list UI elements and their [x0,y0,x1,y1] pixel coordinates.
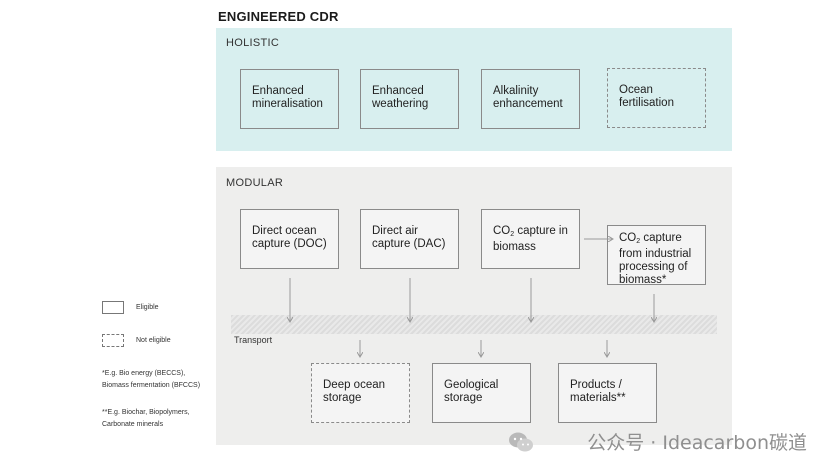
diagram-title: ENGINEERED CDR [218,9,339,24]
legend-eligible-swatch [102,301,124,314]
holistic-label: HOLISTIC [226,37,280,49]
legend-not-eligible-swatch [102,334,124,347]
legend-eligible-label: Eligible [136,304,159,311]
footnote-beccs: *E.g. Bio energy (BECCS), Biomass fermen… [102,368,200,392]
box-line: weathering [372,98,429,110]
box-line: storage [323,392,362,404]
box-line: biomass* [619,274,667,286]
box-line: CO2 capture [619,232,694,248]
geological-storage-box: Geological storage [432,363,531,423]
alkalinity-enhancement-box: Alkalinity enhancement [481,69,580,129]
box-line: storage [444,392,483,404]
box-line-rest: capture in [514,225,568,237]
transport-band [231,315,717,334]
co2-text: CO [493,225,511,237]
box-line: Direct air [372,225,419,237]
box-line: Ocean [619,84,653,96]
box-line: capture (DOC) [252,238,327,250]
box-line: capture (DAC) [372,238,446,250]
legend-not-eligible-label: Not eligible [136,337,171,344]
box-line: mineralisation [252,98,323,110]
co2-capture-industrial-box: CO2 capture from industrial processing o… [607,225,706,286]
enhanced-weathering-box: Enhanced weathering [360,69,459,129]
box-line: materials** [570,392,626,404]
direct-air-capture-box: Direct air capture (DAC) [360,209,459,269]
enhanced-mineralisation-box: Enhanced mineralisation [240,69,339,129]
box-line: fertilisation [619,97,674,109]
box-line-rest: capture [640,232,682,244]
box-line: Alkalinity [493,85,539,97]
footnote-line: Biomass fermentation (BFCCS) [102,382,201,389]
deep-ocean-storage-box: Deep ocean storage [311,363,410,423]
footnote-line: Carbonate minerals [102,421,164,428]
co2-text: CO [619,232,637,244]
box-line: Deep ocean [323,379,386,391]
co2-capture-biomass-box: CO2 capture in biomass [481,209,580,269]
ocean-fertilisation-box: Ocean fertilisation [607,68,706,128]
transport-label: Transport [234,335,273,345]
footnote-line: **E.g. Biochar, Biopolymers, [102,409,190,416]
box-line: from industrial [619,248,692,260]
co2-subscript: 2 [636,238,641,245]
box-line: Direct ocean [252,225,317,237]
box-line: Enhanced [372,85,424,97]
products-materials-box: Products / materials** [558,363,657,423]
modular-label: MODULAR [226,177,284,189]
box-line: biomass [493,241,536,253]
footnote-line: *E.g. Bio energy (BECCS), [102,370,186,377]
box-line: processing of [619,261,688,273]
direct-ocean-capture-box: Direct ocean capture (DOC) [240,209,339,269]
co2-subscript: 2 [510,231,515,238]
box-line: Products / [570,379,622,391]
footnote-biochar: **E.g. Biochar, Biopolymers, Carbonate m… [102,407,190,431]
wechat-icon [508,431,534,458]
watermark-text: 公众号 · Ideacarbon碳道 [587,432,807,454]
box-line: Enhanced [252,85,304,97]
box-line: enhancement [493,98,563,110]
box-line: Geological [444,379,499,391]
box-line: CO2 capture in [493,225,568,241]
